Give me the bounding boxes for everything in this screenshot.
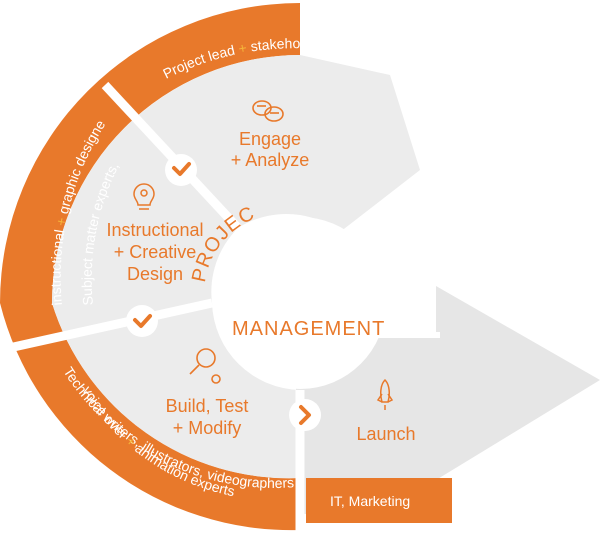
build-title: Build, Test: [166, 396, 249, 416]
check-icon: [126, 305, 158, 337]
design-title: Instructional: [106, 220, 203, 240]
chat-bubbles-icon: [252, 100, 284, 122]
check-icon: [165, 154, 197, 186]
build-subtitle: + Modify: [173, 418, 242, 438]
center-hub: [214, 217, 386, 389]
ring-right-label: IT, Marketing: [330, 493, 410, 509]
segment-build: [52, 303, 300, 479]
magnifier-gear-icon: [189, 348, 221, 384]
engage-title: Engage: [239, 129, 301, 149]
it-marketing-tab: [306, 478, 452, 523]
engage-subtitle: + Analyze: [231, 150, 310, 170]
management-label: MANAGEMENT: [232, 318, 385, 340]
rocket-icon: [376, 378, 394, 410]
segment-engage-top: [300, 55, 420, 232]
segment-design: [52, 120, 238, 303]
design-subtitle: + Creative: [114, 242, 197, 262]
lightbulb-gears-icon: [133, 183, 155, 210]
design-subtitle-2: Design: [127, 264, 183, 284]
chevron-right-icon: [289, 399, 321, 431]
outer-ring: [0, 3, 300, 531]
segment-engage: [133, 55, 300, 228]
launch-title: Launch: [356, 424, 415, 444]
